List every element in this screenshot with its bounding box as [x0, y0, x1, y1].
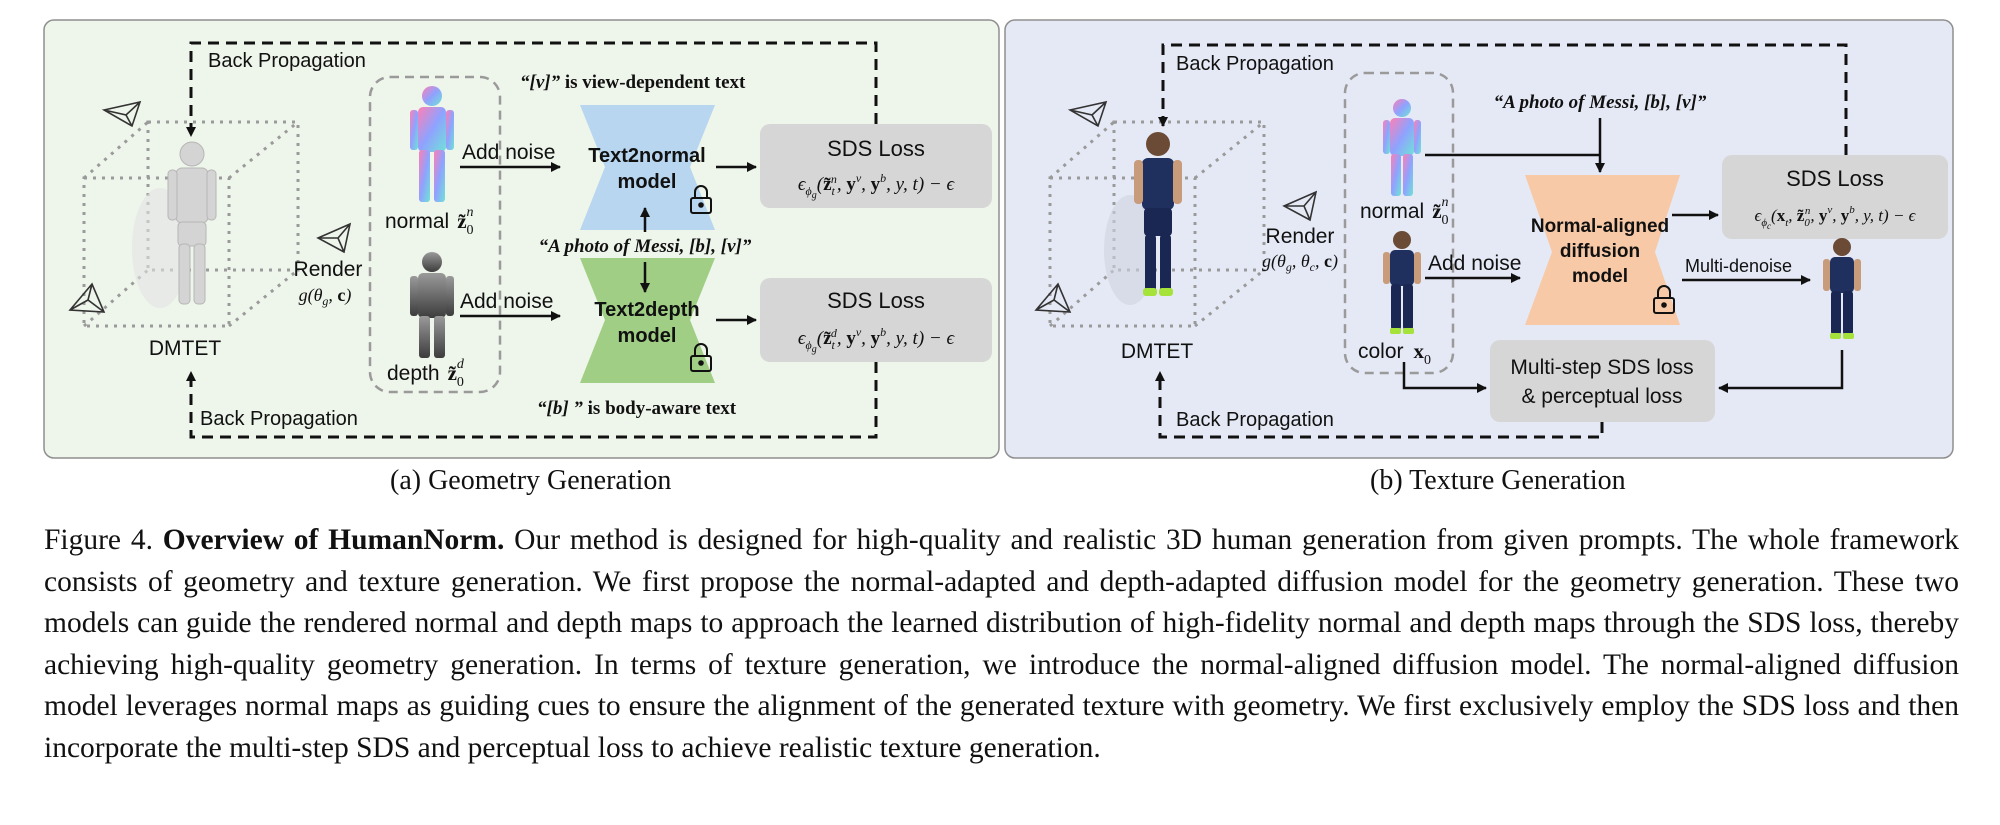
arrow-color-to-multistep — [1402, 362, 1487, 393]
camera-icon — [1034, 100, 1318, 313]
subcaption-geometry-generation: (a) Geometry Generation — [390, 465, 672, 496]
back-propagation-label-top-b: Back Propagation — [1176, 53, 1334, 75]
multistep-label-2: & perceptual loss — [1521, 385, 1682, 408]
textured-human-b — [1104, 132, 1182, 305]
figure-caption-body: Our method is designed for high-quality … — [44, 524, 1960, 764]
figure-title: Overview of HumanNorm. — [162, 524, 505, 556]
sds-loss-label-1: SDS Loss — [827, 136, 925, 161]
lock-icon — [690, 185, 712, 214]
prompt-text-b: “A photo of Messi, [b], [v]” — [1494, 92, 1707, 113]
normal-map-human-b — [1383, 99, 1421, 196]
text2normal-model — [580, 105, 715, 230]
render-label-b: Render — [1266, 225, 1335, 248]
camera-icon — [68, 100, 352, 313]
subcaption-texture-generation: (b) Texture Generation — [1370, 465, 1626, 496]
diffusion-label-3: model — [1572, 266, 1628, 287]
diffusion-label-1: Normal-aligned — [1531, 216, 1669, 237]
figure-label: Figure 4. — [44, 524, 153, 556]
back-propagation-label-bottom-a: Back Propagation — [200, 408, 358, 430]
add-noise-label-b: Add noise — [1428, 252, 1521, 275]
render-label-a: Render — [294, 258, 363, 281]
back-propagation-label-bottom-b: Back Propagation — [1176, 409, 1334, 431]
add-noise-label-2: Add noise — [460, 290, 553, 313]
depth-map-human-a — [410, 252, 454, 358]
sds-loss-box-depth — [760, 278, 992, 362]
arrow-denoised-to-multistep — [1718, 350, 1844, 393]
diffusion-label-2: diffusion — [1560, 241, 1640, 262]
multistep-label-1: Multi-step SDS loss — [1510, 356, 1693, 379]
panel-b-background — [1004, 19, 1954, 459]
multistep-loss-box — [1490, 340, 1715, 422]
back-propagation-path-top-b — [1158, 43, 1848, 155]
text2depth-label-2: model — [618, 325, 677, 347]
sds-loss-label-b: SDS Loss — [1786, 166, 1884, 191]
back-propagation-path-bottom-b — [1155, 371, 1604, 439]
dmtet-wireframe-cube-b — [1048, 120, 1266, 328]
sds-loss-label-2: SDS Loss — [827, 288, 925, 313]
view-dependent-text: “[v]” is view-dependent text — [520, 72, 746, 93]
normal-aligned-diffusion-model — [1525, 175, 1680, 325]
normal-map-human-a — [410, 86, 454, 202]
text2normal-label-2: model — [618, 171, 677, 193]
lock-icon — [1653, 285, 1675, 314]
rendered-maps-container-b — [1343, 71, 1455, 375]
body-aware-text: “[b] ” is body-aware text — [537, 398, 737, 419]
sds-loss-box-normal — [760, 124, 992, 208]
dmtet-label-b: DMTET — [1121, 340, 1193, 363]
back-propagation-path-bottom-a — [186, 362, 878, 439]
multi-denoise-label: Multi-denoise — [1685, 256, 1792, 276]
text2normal-label: Text2normal — [588, 145, 705, 167]
sds-loss-box-b — [1722, 155, 1948, 239]
rendered-maps-container-a — [368, 75, 502, 394]
gray-human-mesh — [132, 141, 217, 308]
text2depth-label: Text2depth — [594, 299, 699, 321]
text2depth-model — [580, 258, 715, 383]
prompt-text-a: “A photo of Messi, [b], [v]” — [539, 236, 752, 257]
dmtet-label-a: DMTET — [149, 337, 221, 360]
add-noise-label-1: Add noise — [462, 141, 555, 164]
color-human-b — [1383, 231, 1421, 334]
denoised-human-b — [1823, 238, 1861, 339]
render-formula-b: g(θg, θc, c) — [1262, 251, 1338, 274]
lock-icon — [690, 343, 712, 372]
back-propagation-path-top-a — [186, 41, 878, 137]
figure-caption: Figure 4. Overview of HumanNorm. Our met… — [44, 520, 1959, 769]
back-propagation-label-top-a: Back Propagation — [208, 50, 366, 72]
render-formula-a: g(θg, c) — [299, 285, 352, 308]
